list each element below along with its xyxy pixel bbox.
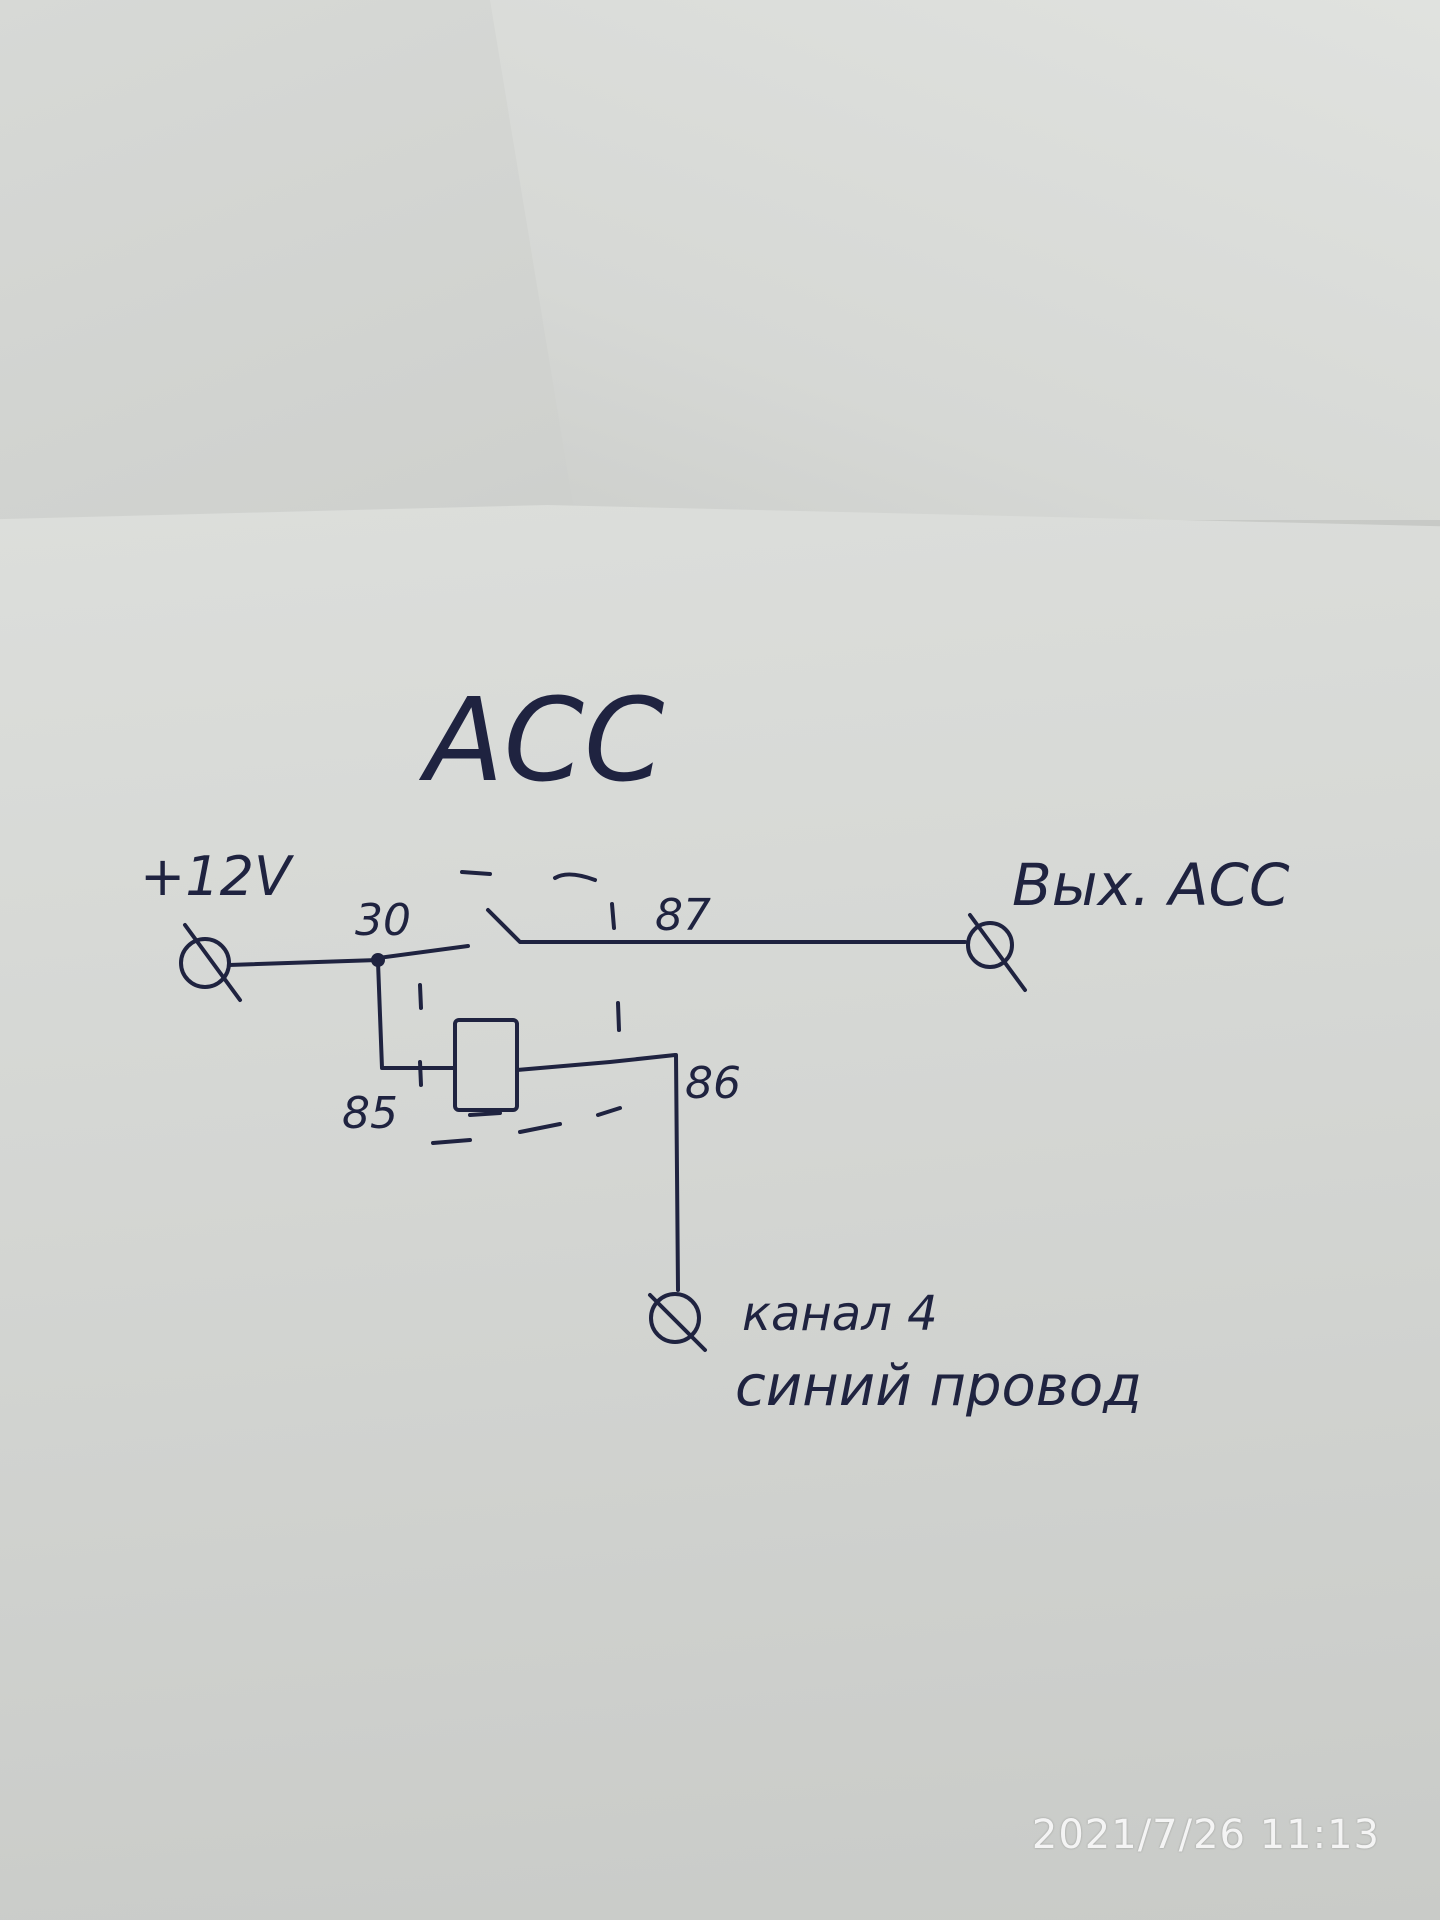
relay-outline-dash [596,1106,622,1117]
pin-30-label: 30 [355,895,411,946]
diagram-title: ACC [418,674,664,808]
background-sheet-right [490,0,1440,520]
relay-outline-dash [610,902,616,930]
wire-color-label: синий провод [735,1354,1142,1419]
photo-timestamp: 2021/7/26 11:13 [1031,1812,1380,1858]
coil-return-wire [515,1053,677,1072]
paper-sheet [0,505,1440,1920]
relay-outline-dash [518,1122,562,1134]
relay-outline-dash [553,872,597,882]
output-terminal-icon [966,913,1027,992]
supply-label: +12V [140,845,295,908]
relay-coil-icon [453,1018,519,1112]
pin-86-label: 86 [685,1058,741,1109]
relay-outline-dash [418,1060,423,1087]
relay-outline-dash [418,983,423,1010]
relay-outline-dash [431,1138,472,1145]
channel-label: канал 4 [742,1286,938,1342]
switch-lead [376,944,470,960]
relay-outline-dash [616,1001,621,1032]
channel-terminal-icon [648,1292,707,1352]
channel-wire [674,1053,680,1292]
pin-85-label: 85 [342,1088,398,1139]
relay-outline-dash [460,870,492,876]
switch-contact [486,908,612,944]
output-label: Вых. ACC [1012,851,1290,919]
pin-87-label: 87 [655,890,711,941]
coil-feed-wire [376,960,457,1070]
supply-wire [227,958,380,967]
relay-outline-dash [468,1111,502,1117]
supply-terminal-icon [179,923,242,1002]
